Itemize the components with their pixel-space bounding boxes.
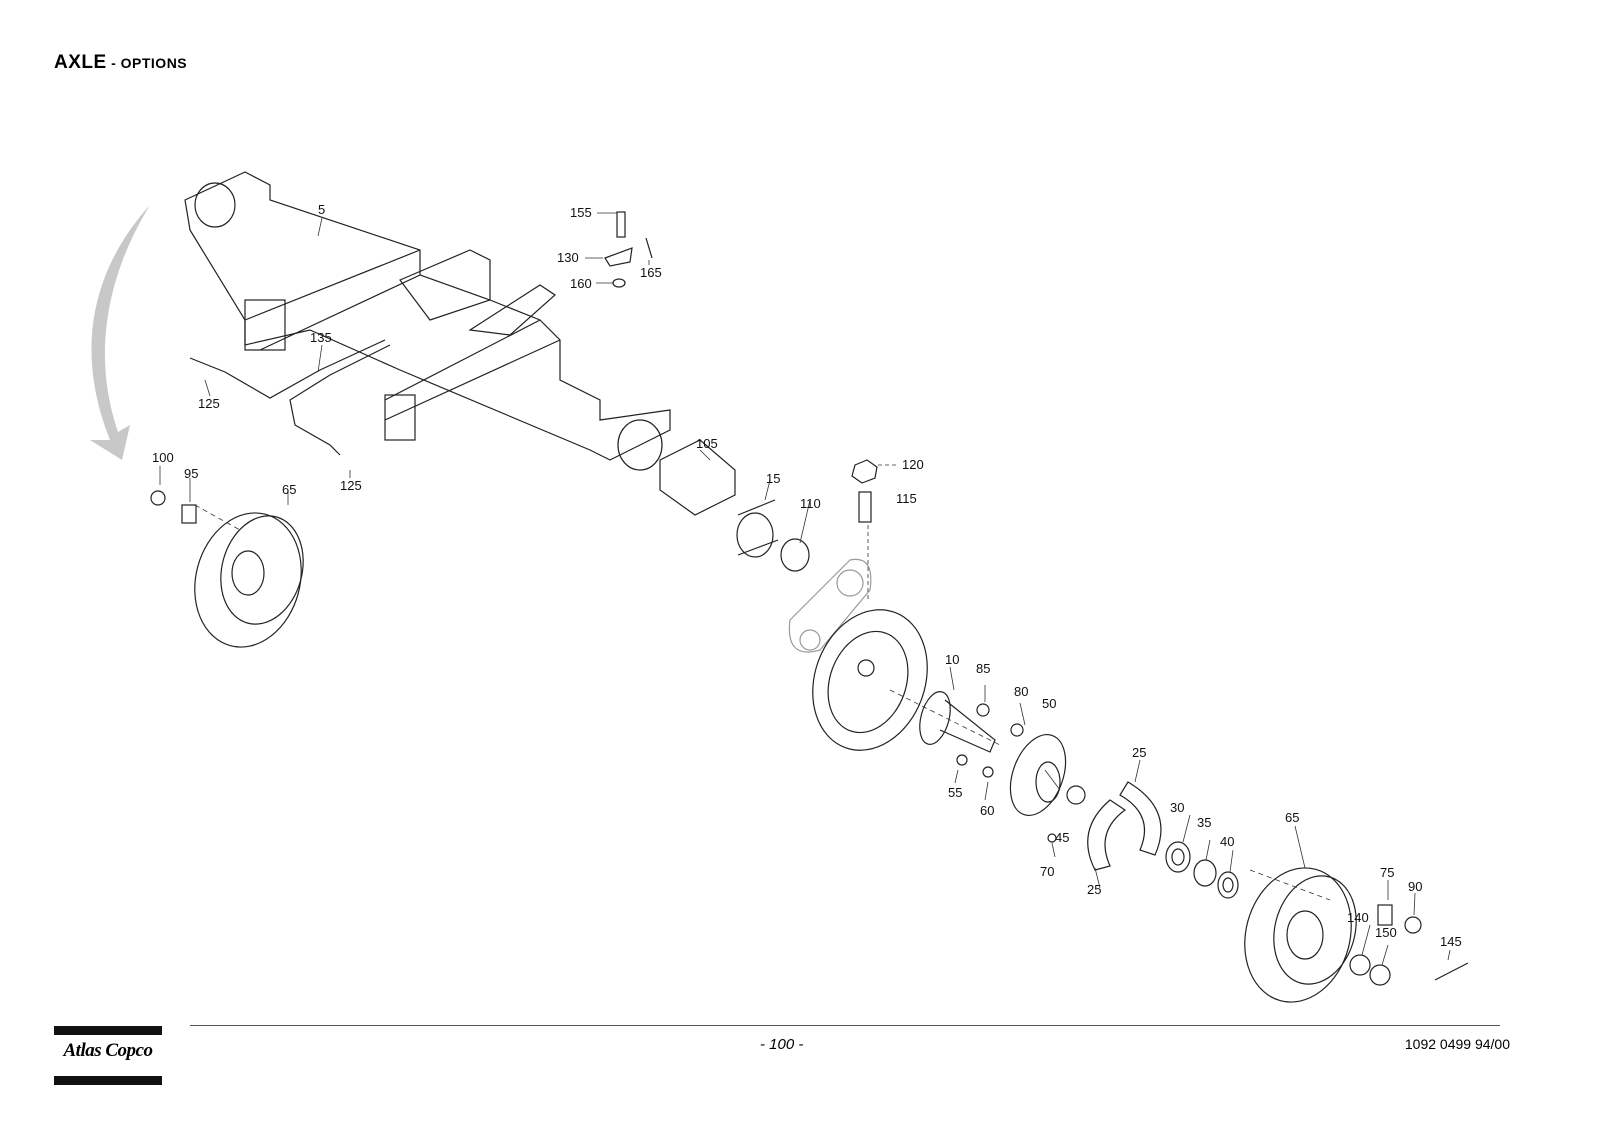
callout-35: 35 (1197, 815, 1211, 830)
brake-back-plate (812, 609, 928, 751)
callout-110: 110 (800, 496, 821, 511)
callout-100: 100 (152, 450, 174, 465)
callout-140: 140 (1347, 910, 1369, 925)
swing-arm (788, 558, 872, 653)
callout-60: 60 (980, 803, 994, 818)
callout-10: 10 (945, 652, 959, 667)
callout-155: 155 (570, 205, 592, 220)
brake-cable-125a (189, 339, 386, 399)
footer-rule (190, 1025, 1500, 1026)
hub (1009, 734, 1067, 816)
callout-70: 70 (1040, 864, 1054, 879)
brake-shoe-upper (1119, 781, 1162, 856)
callout-65a: 65 (282, 482, 296, 497)
callout-165: 165 (640, 265, 662, 280)
page-title: AXLE - OPTIONS (54, 52, 187, 74)
callout-40: 40 (1220, 834, 1234, 849)
callout-65b: 65 (1285, 810, 1299, 825)
callout-25b: 25 (1087, 882, 1101, 897)
page-number: - 100 - (760, 1036, 804, 1053)
callout-150: 150 (1375, 925, 1397, 940)
title-main: AXLE (54, 52, 107, 73)
callout-50: 50 (1042, 696, 1056, 711)
brake-shoe-lower (1087, 799, 1127, 871)
callout-80: 80 (1014, 684, 1028, 699)
callout-85: 85 (976, 661, 990, 676)
callout-115: 115 (896, 491, 917, 506)
callout-125b: 125 (340, 478, 362, 493)
callout-5: 5 (318, 202, 325, 217)
callout-90: 90 (1408, 879, 1422, 894)
callout-30: 30 (1170, 800, 1184, 815)
title-sub: - OPTIONS (106, 55, 188, 71)
logo-wordmark: Atlas Copco (63, 1040, 153, 1061)
callout-135: 135 (310, 330, 332, 345)
callout-45: 45 (1055, 830, 1069, 845)
logo-bar-top (54, 1026, 162, 1035)
rotation-arrow-icon (90, 205, 150, 460)
callout-160: 160 (570, 276, 592, 291)
document-number: 1092 0499 94/00 (1404, 1036, 1510, 1052)
brake-drum-left (194, 512, 302, 648)
callout-55: 55 (948, 785, 962, 800)
callout-145: 145 (1440, 934, 1462, 949)
atlas-copco-logo: Atlas Copco (54, 1022, 162, 1085)
square-bar (659, 439, 736, 516)
logo-bar-bottom (54, 1076, 162, 1085)
callout-105: 105 (696, 436, 718, 451)
brake-cable-125b (289, 344, 391, 456)
callout-75: 75 (1380, 865, 1394, 880)
callout-130: 130 (557, 250, 579, 265)
callout-15: 15 (766, 471, 780, 486)
callout-125a: 125 (198, 396, 220, 411)
callout-95: 95 (184, 466, 198, 481)
axle-beam (184, 171, 671, 461)
callout-25a: 25 (1132, 745, 1146, 760)
callout-120: 120 (902, 457, 924, 472)
brake-drum-right (1244, 867, 1352, 1003)
